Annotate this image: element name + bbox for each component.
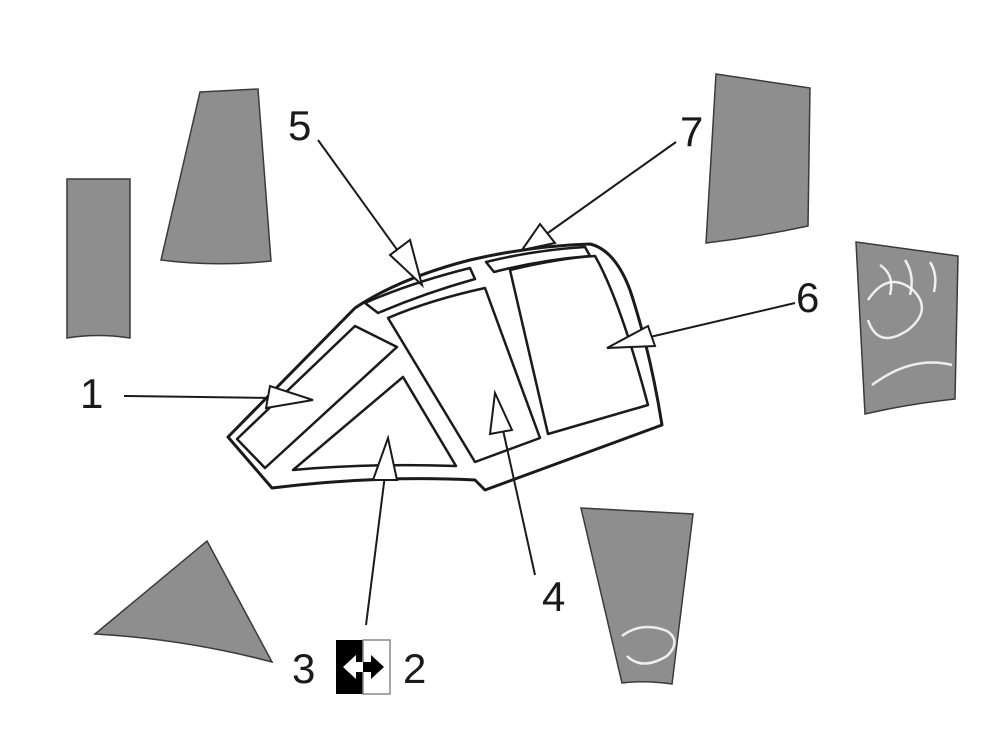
leader-1 (123, 384, 314, 410)
leader-4 (488, 389, 536, 576)
watermark (621, 259, 953, 665)
callout-1: 1 (80, 370, 103, 417)
callout-2: 2 (403, 645, 426, 692)
mask-piece-top-right (705, 73, 811, 244)
mask-piece-triangle (93, 539, 274, 664)
mask-piece-bottom-right (580, 507, 694, 685)
leader-6 (606, 302, 796, 349)
callout-5: 5 (288, 102, 311, 149)
callout-6: 6 (796, 274, 819, 321)
leader-3-2 (365, 434, 399, 626)
leader-7 (519, 141, 677, 252)
mirror-arrows-icon (336, 639, 391, 695)
pane-1-windscreen (235, 324, 399, 470)
leader-5 (317, 139, 424, 289)
mask-piece-tapered-left (160, 88, 272, 265)
callout-7: 7 (680, 108, 703, 155)
pane-7-top-strip (484, 245, 592, 274)
callout-4: 4 (542, 573, 565, 620)
callout-3: 3 (292, 645, 315, 692)
mask-piece-narrow-rect (66, 178, 131, 339)
pane-5-top-strip (363, 266, 477, 315)
